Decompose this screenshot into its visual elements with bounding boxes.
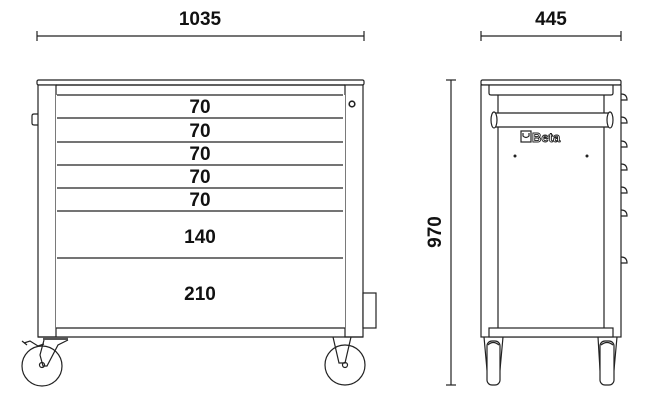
brand-logo-text: Beta <box>532 130 561 145</box>
width-dimension-line <box>36 31 365 41</box>
height-dimension-line <box>446 79 456 386</box>
side-box <box>362 292 377 329</box>
width-dimension-label: 1035 <box>179 9 222 30</box>
side-caster-right-icon <box>597 336 618 386</box>
drawer-3-height: 70 <box>189 144 210 165</box>
left-post <box>37 84 57 338</box>
height-dimension-label: 970 <box>425 216 446 248</box>
handle-bar <box>490 111 614 129</box>
drawer-1-height: 70 <box>189 97 210 118</box>
depth-dimension-label: 445 <box>535 9 567 30</box>
drawer-pull-tabs <box>620 93 628 264</box>
rivet-icon <box>585 154 589 158</box>
lock-icon <box>348 100 356 108</box>
top-cover <box>36 79 365 86</box>
drawer-2-height: 70 <box>189 121 210 142</box>
side-bottom-rail <box>488 327 614 338</box>
front-view: 1035 70 70 70 70 70 140 210 <box>21 9 377 387</box>
depth-dimension-line <box>480 31 622 41</box>
drawer-6-height: 140 <box>184 227 216 248</box>
drawer-5-height: 70 <box>189 190 210 211</box>
rivet-icon <box>513 154 517 158</box>
side-handle-tab <box>31 113 38 126</box>
caster-with-brake-icon <box>21 337 69 387</box>
caster-icon <box>324 336 366 386</box>
drawer-7-height: 210 <box>184 284 216 305</box>
side-top-cover <box>480 79 622 86</box>
side-caster-left-icon <box>483 336 504 386</box>
drawer-4-height: 70 <box>189 167 210 188</box>
side-view: 445 970 Beta <box>425 9 628 386</box>
right-post <box>344 84 364 338</box>
brand-logo: Beta <box>520 130 561 145</box>
